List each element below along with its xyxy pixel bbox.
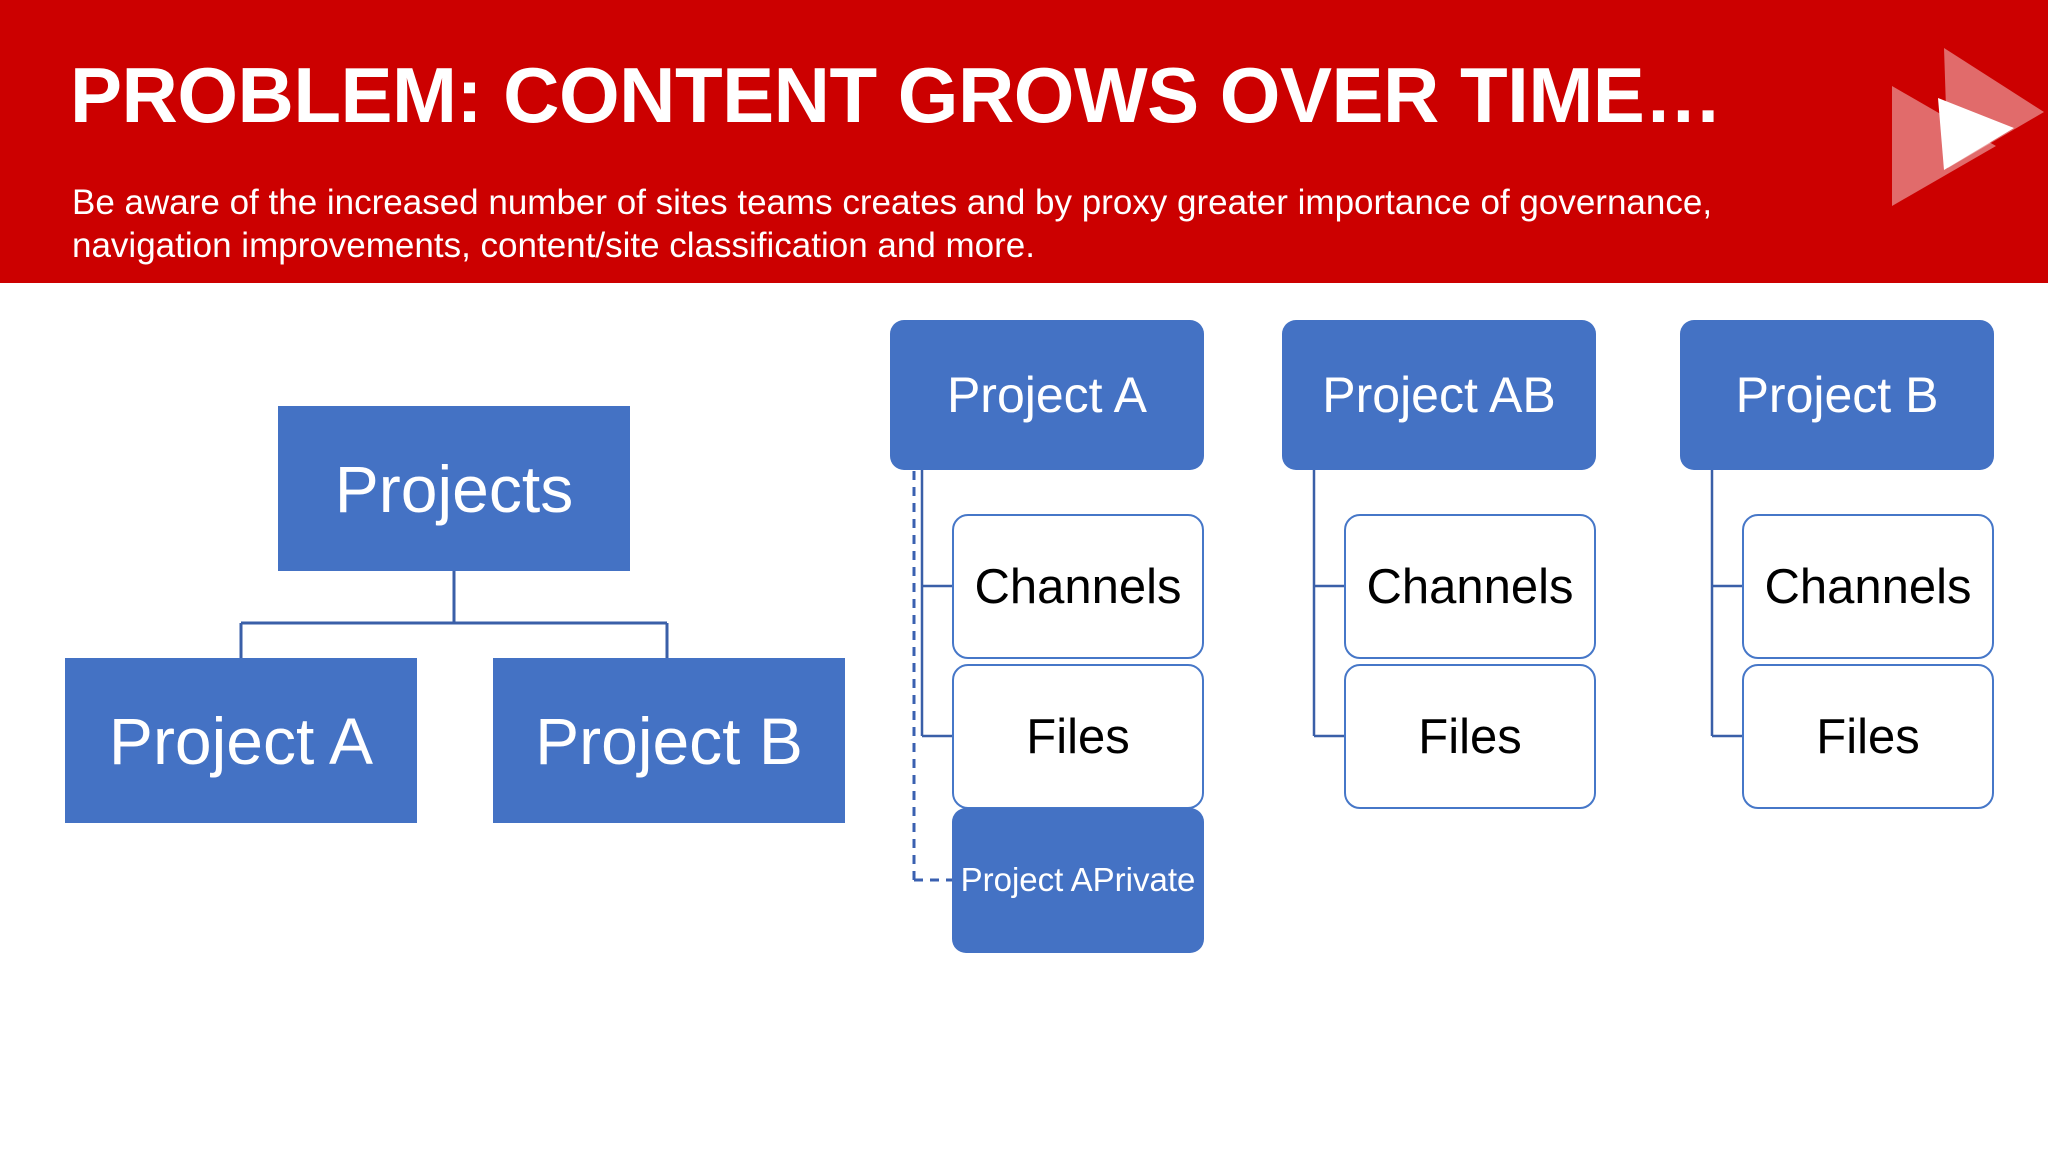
org-node-project-b[interactable]: Project B [493,658,845,823]
org-node-project-a[interactable]: Project A [65,658,417,823]
hierarchy-parent-project-ab[interactable]: Project AB [1282,320,1596,470]
slide-header-band: PROBLEM: CONTENT GROWS OVER TIME… Be awa… [0,0,2048,283]
project-a-private-line-1: Project A [960,861,1093,899]
hierarchy-child-files[interactable]: Files [1344,664,1596,809]
project-a-private-line-2: Private [1092,861,1196,899]
org-node-projects[interactable]: Projects [278,406,630,571]
hierarchy-child-files[interactable]: Files [952,664,1204,809]
diagram-canvas: Projects Project A Project B Project A C… [0,283,2048,1152]
hierarchy-child-channels[interactable]: Channels [952,514,1204,659]
hierarchy-column-project-ab: Project AB Channels Files [1282,283,1602,1152]
play-arrow-logo-icon [1888,34,2048,210]
page-title: PROBLEM: CONTENT GROWS OVER TIME… [70,51,1722,139]
hierarchy-child-files[interactable]: Files [1742,664,1994,809]
hierarchy-column-project-b: Project B Channels Files [1680,283,2000,1152]
hierarchy-child-channels[interactable]: Channels [1344,514,1596,659]
hierarchy-column-project-a: Project A Channels Files Project A Priva… [890,283,1210,1152]
page-subtitle: Be aware of the increased number of site… [72,183,1713,265]
hierarchy-parent-project-a[interactable]: Project A [890,320,1204,470]
hierarchy-node-project-a-private[interactable]: Project A Private [952,808,1204,953]
hierarchy-parent-project-b[interactable]: Project B [1680,320,1994,470]
hierarchy-child-channels[interactable]: Channels [1742,514,1994,659]
